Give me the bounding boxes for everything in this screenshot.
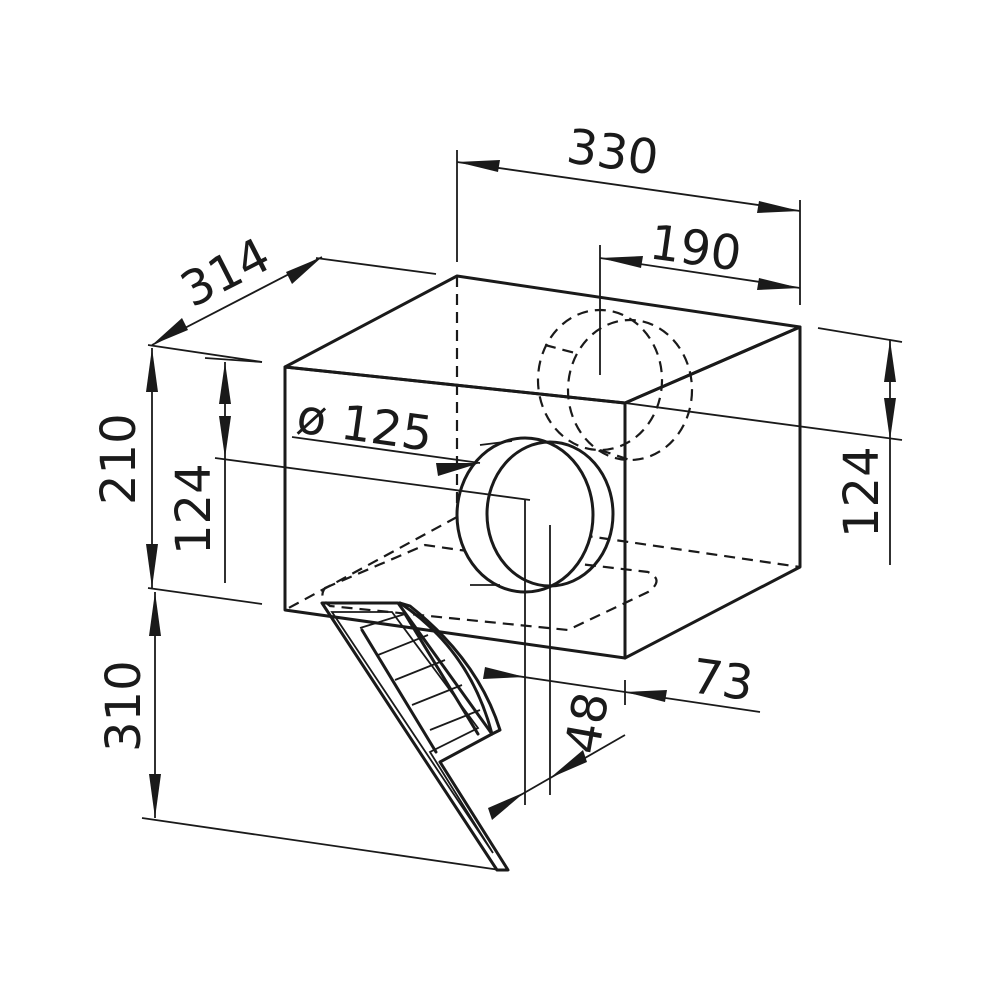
dim-48: 48 — [488, 688, 626, 820]
filter-cassette — [320, 601, 510, 872]
front-inlet-spigot — [455, 436, 615, 594]
dim-73: 73 — [483, 648, 761, 713]
dim-314: 314 — [147, 227, 437, 363]
dim-210-label: 210 — [91, 413, 147, 505]
dim-diameter: ø 125 — [291, 388, 481, 476]
dim-124-right-label: 124 — [834, 446, 890, 538]
dim-310-label: 310 — [96, 660, 152, 752]
dim-diameter-label: ø 125 — [293, 388, 436, 462]
dim-330-label: 330 — [563, 118, 662, 186]
dim-190-label: 190 — [646, 214, 745, 282]
centre-lines — [524, 245, 601, 805]
dim-124-left: 124 — [166, 357, 531, 583]
dim-310: 310 — [96, 592, 501, 871]
dim-314-label: 314 — [172, 227, 279, 318]
dim-330: 330 — [456, 118, 801, 305]
dim-190: 190 — [599, 214, 801, 290]
dim-48-label: 48 — [555, 688, 621, 758]
dim-124-left-label: 124 — [166, 463, 222, 555]
dim-73-label: 73 — [688, 648, 756, 712]
dim-210: 210 — [91, 348, 263, 605]
dim-124-right: 124 — [624, 327, 903, 565]
bottom-opening-outline — [321, 543, 658, 632]
